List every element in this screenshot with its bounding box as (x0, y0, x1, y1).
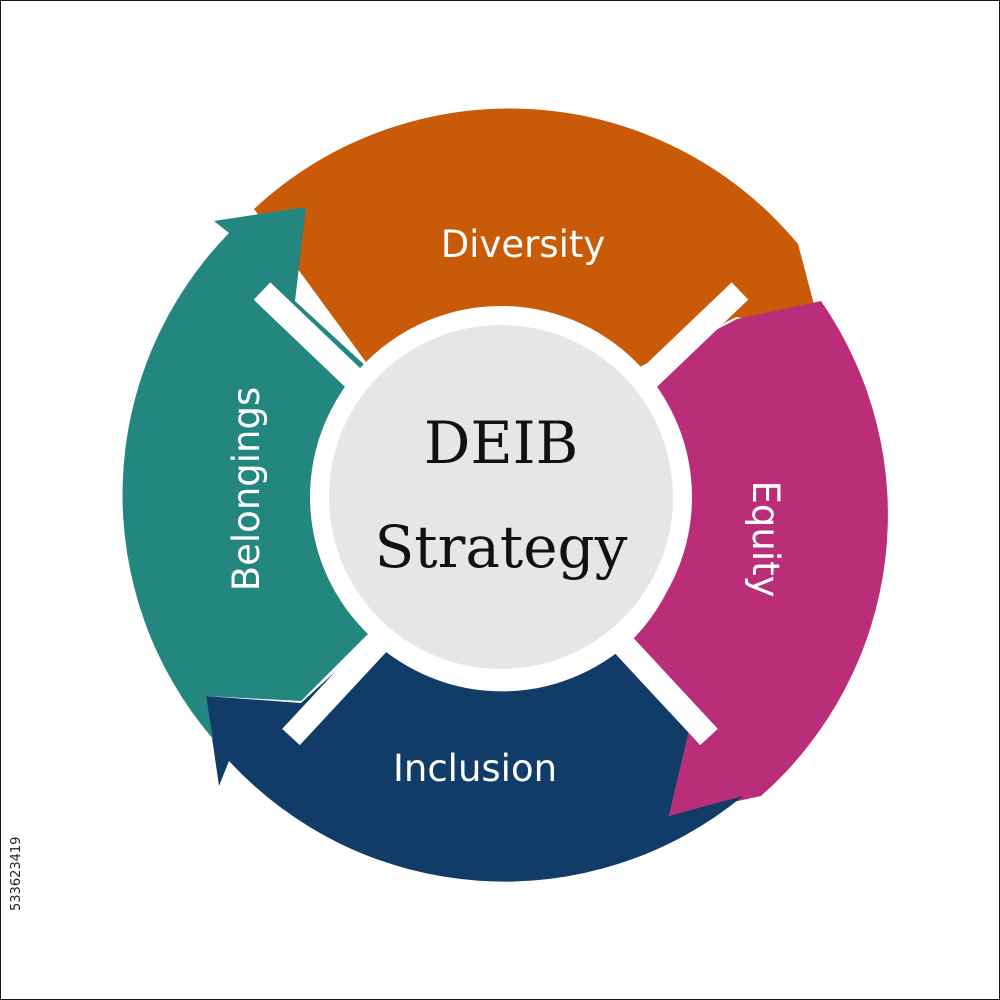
center-title-line2: Strategy (375, 513, 628, 581)
center-hub (329, 325, 673, 669)
label-belongings: Belongings (225, 387, 268, 592)
segment-diversity (254, 108, 821, 369)
segment-equity (633, 301, 888, 816)
label-equity: Equity (744, 481, 787, 598)
separator-bottom-left (282, 616, 404, 746)
label-diversity: Diversity (441, 223, 606, 266)
label-inclusion: Inclusion (393, 747, 557, 790)
stock-image-id: 533623419 (9, 836, 24, 912)
center-title-line1: DEIB (424, 409, 578, 477)
